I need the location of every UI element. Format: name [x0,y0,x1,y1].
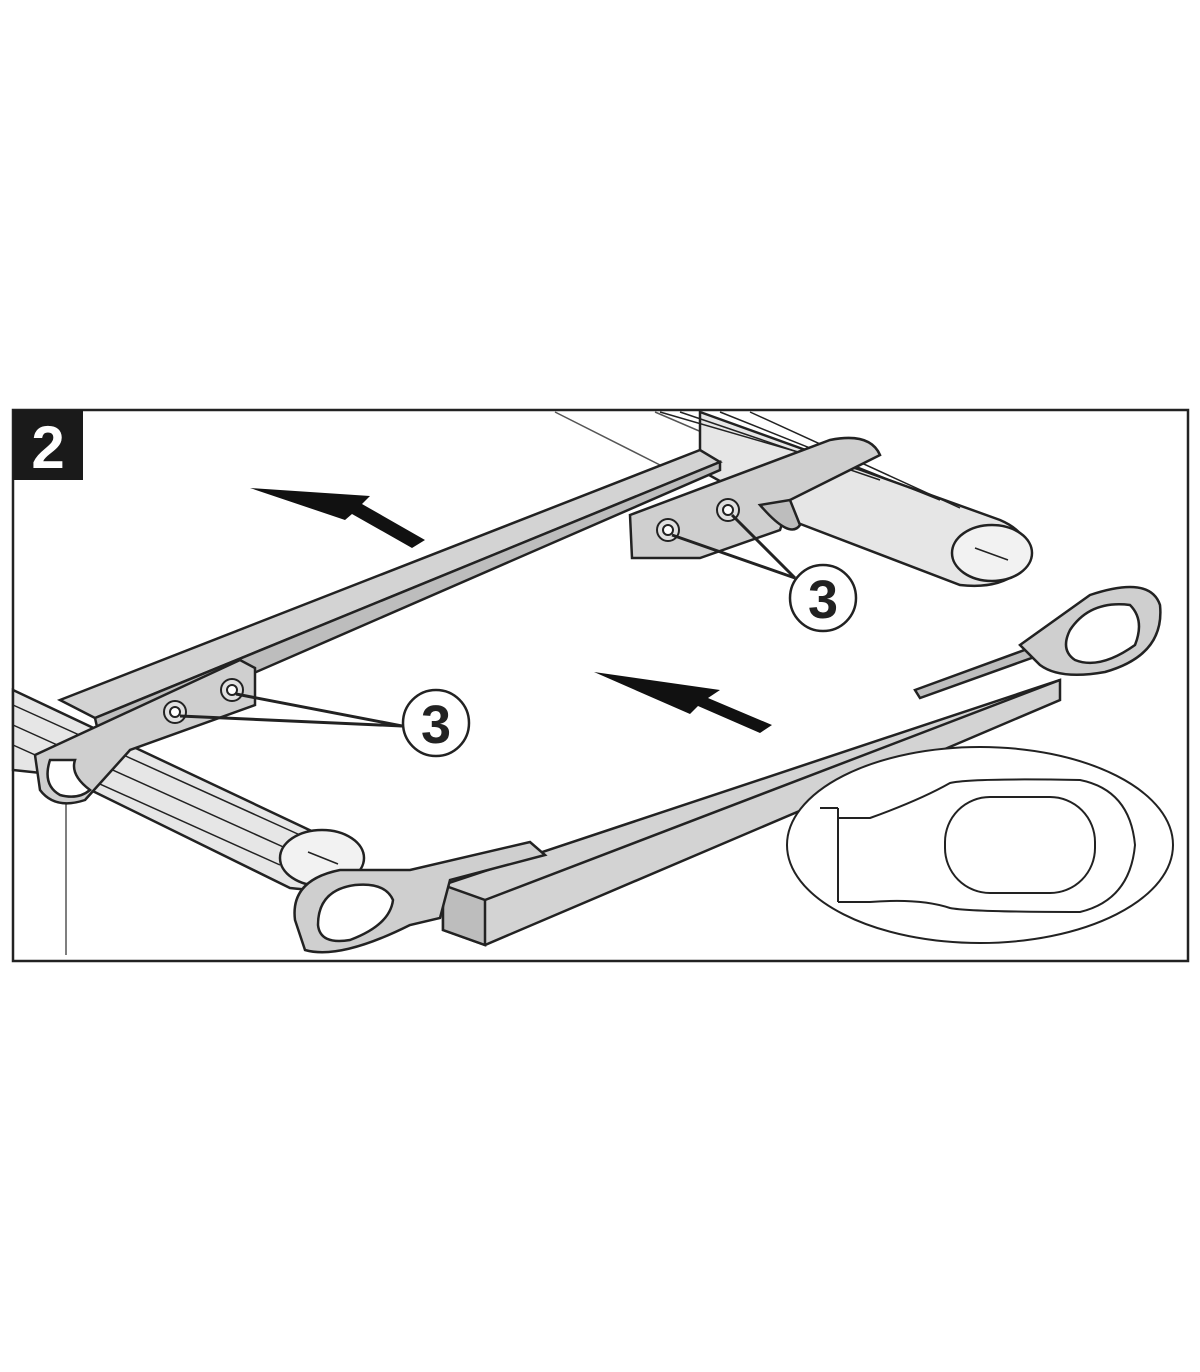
detail-inset [786,746,1174,944]
crossbar-lower [441,646,1062,947]
clamp-plate-right [628,436,882,560]
roof-bar-back [659,410,1034,587]
inset-slot [944,796,1096,894]
callout-right: 3 [788,563,858,633]
eyelet-left [293,840,548,954]
callout-left-label: 3 [421,695,451,755]
step-badge: 2 [13,410,83,481]
eyelet-right [1018,585,1162,677]
step-number: 2 [31,414,64,481]
direction-arrows [250,488,772,733]
callout-left: 3 [401,688,471,758]
arrow-upper-icon [250,488,425,548]
callout-right-label: 3 [808,570,838,630]
callout-leaders [179,513,797,728]
arrow-lower-icon [594,672,772,733]
clamp-plate-left [33,658,257,805]
